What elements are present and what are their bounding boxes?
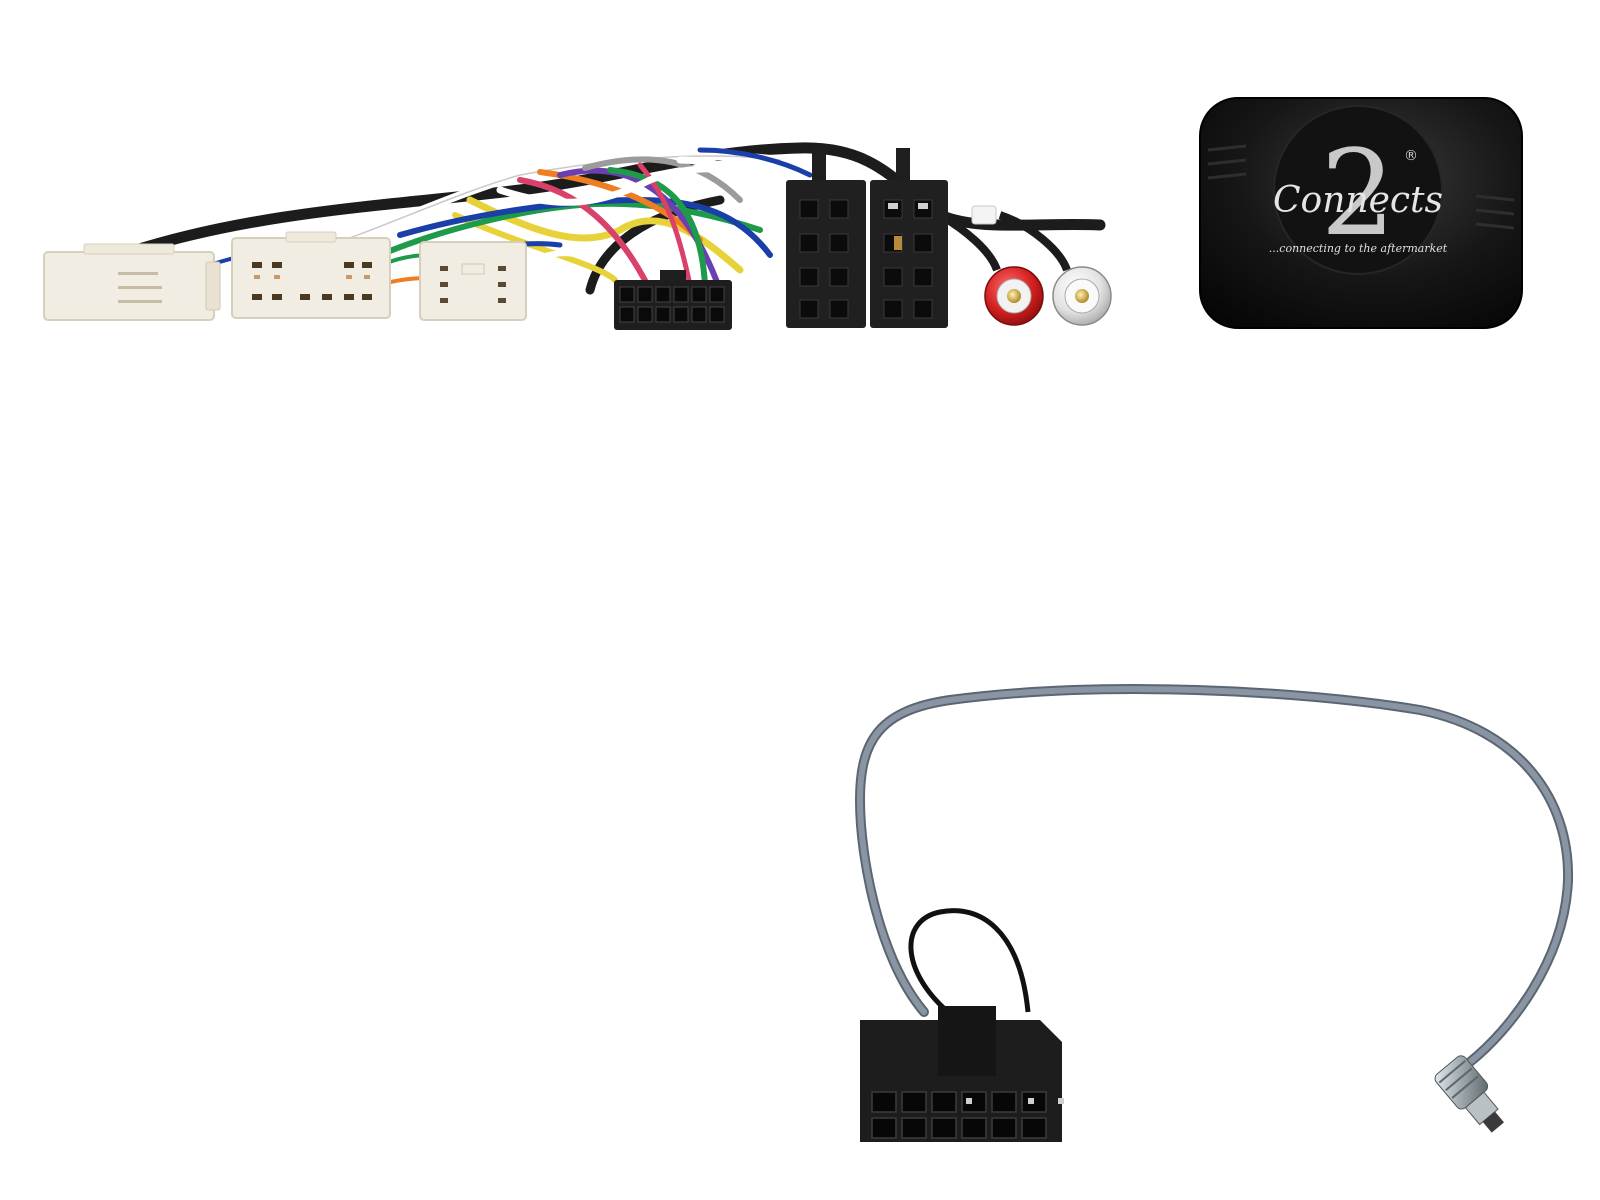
- logo-brand: Connects: [1273, 180, 1443, 221]
- black-12pin-patch-connector: [614, 270, 732, 330]
- iso-power-speaker-connectors: [786, 148, 948, 328]
- wiring-harness: [124, 142, 1106, 295]
- steering-control-interface-box: 2 Connects ® ...connecting to the afterm…: [1199, 97, 1523, 329]
- logo-registered: ®: [1404, 148, 1418, 164]
- patch-12pin-connector: [860, 1006, 1064, 1142]
- jack-plug: [1434, 1055, 1504, 1133]
- rca-white-plug: [1052, 266, 1112, 326]
- rca-red-plug: [984, 266, 1044, 326]
- toyota-white-connector-16pin: [43, 243, 221, 321]
- logo-mark: 2: [1320, 124, 1395, 262]
- black-wire-loop: [908, 908, 1031, 1014]
- toyota-white-connector-6pin: [419, 241, 527, 321]
- patch-lead-12pin-with-jack: [854, 684, 1574, 1142]
- logo-tagline: ...connecting to the aftermarket: [1269, 242, 1448, 255]
- rca-phono-pair: [984, 266, 1112, 326]
- connects2-logo: 2 Connects ® ...connecting to the afterm…: [1269, 124, 1448, 262]
- toyota-white-connector-12pin: [231, 231, 391, 319]
